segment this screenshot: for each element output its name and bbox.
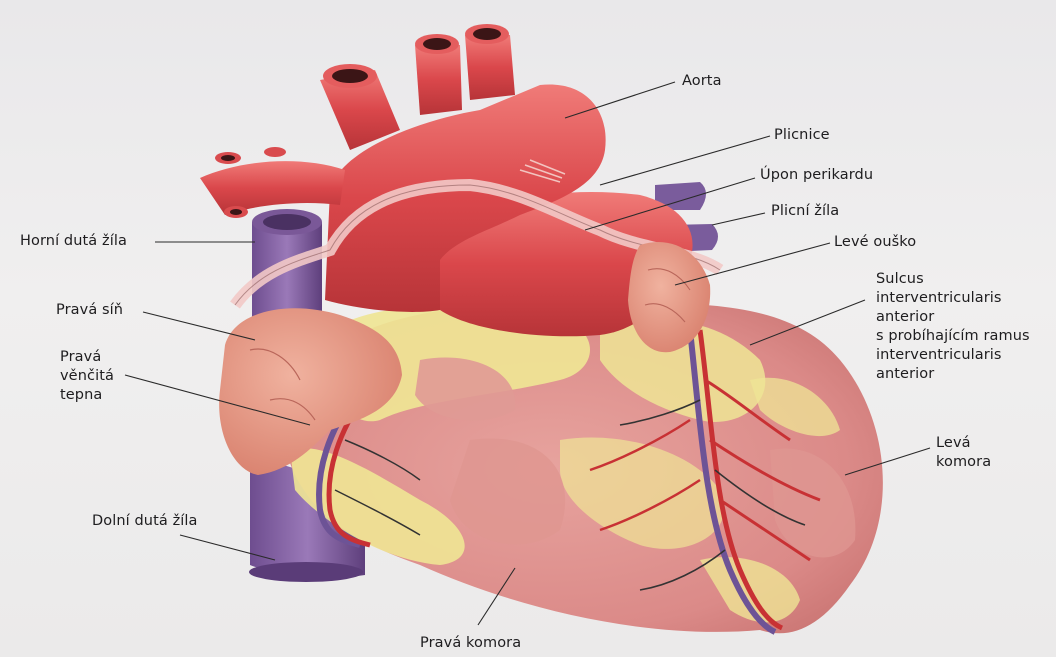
label-horni-duta-zila: Horní dutá žíla (20, 232, 127, 251)
label-upon-perikardu: Úpon perikardu (760, 166, 873, 185)
label-prava-vencita-tepna: Pravá věnčitá tepna (60, 348, 114, 405)
label-prava-sin: Pravá síň (56, 301, 123, 320)
right-pulmonary-artery (200, 147, 345, 218)
label-plicnice: Plicnice (774, 126, 830, 145)
label-prava-komora: Pravá komora (420, 634, 521, 653)
label-aorta: Aorta (682, 72, 722, 91)
label-dolni-duta-zila: Dolní dutá žíla (92, 512, 198, 531)
label-plicni-zila: Plicní žíla (771, 202, 839, 221)
label-sulcus-interventricularis: Sulcus interventricularis anterior s pro… (876, 270, 1030, 384)
label-leva-komora: Levá komora (936, 434, 991, 472)
label-leve-ousko: Levé ouško (834, 233, 916, 252)
